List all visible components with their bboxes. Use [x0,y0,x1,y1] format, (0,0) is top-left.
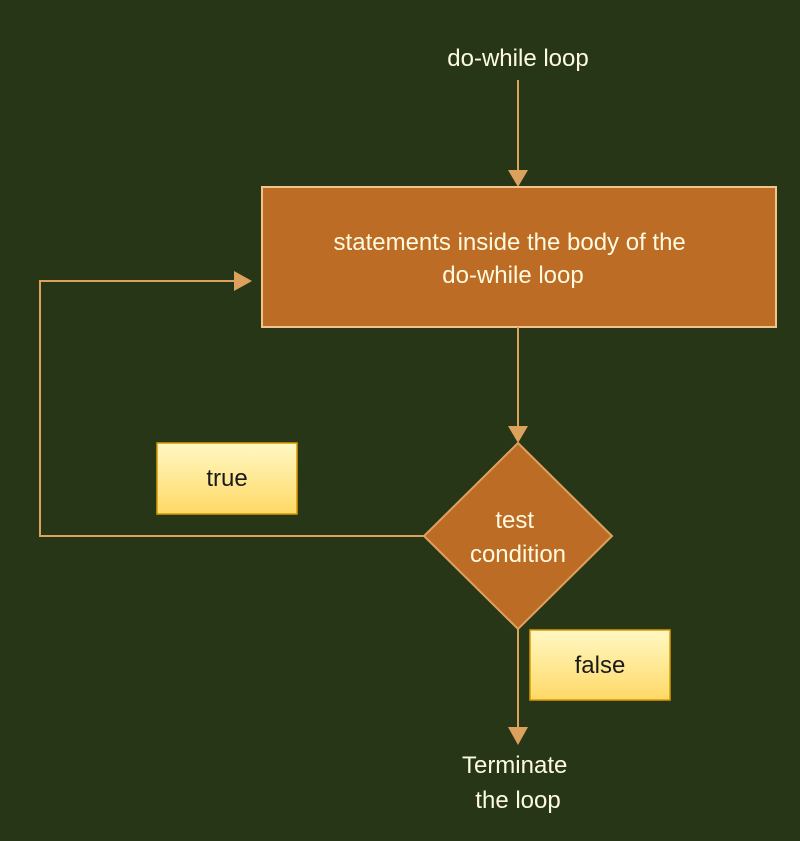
body-process-box: statements inside the body of the do-whi… [261,186,777,328]
true-label: true [206,465,247,492]
end-label: Terminate the loop [462,752,574,814]
body-label: statements inside the body of the do-whi… [334,229,693,289]
arrow-decision-to-end [508,629,528,745]
arrow-loop-back [39,271,424,537]
arrow-start-to-body [508,80,528,187]
decision-label: test condition [470,507,566,568]
false-label-box: false [529,629,671,701]
arrow-body-to-decision [508,327,528,443]
true-label-box: true [156,442,298,515]
start-label: do-while loop [447,45,588,72]
decision-diamond: test condition [422,441,614,631]
false-label: false [575,652,626,679]
